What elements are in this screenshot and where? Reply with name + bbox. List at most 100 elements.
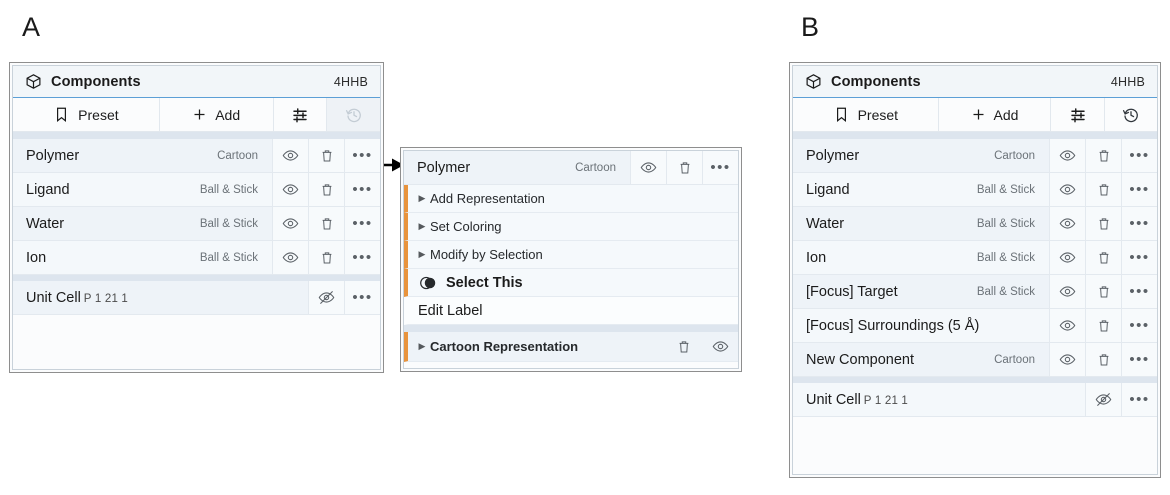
- visibility-toggle[interactable]: [1049, 139, 1085, 172]
- history-button[interactable]: [327, 98, 380, 131]
- eye-icon: [282, 184, 299, 195]
- more-options-button[interactable]: •••: [1121, 173, 1157, 206]
- more-options-button[interactable]: •••: [344, 207, 380, 240]
- component-name: Ligand: [26, 181, 70, 198]
- component-representation: Ball & Stick: [976, 285, 1035, 298]
- eye-icon: [1059, 286, 1076, 297]
- visibility-toggle[interactable]: [272, 241, 308, 274]
- ellipsis-icon: •••: [352, 248, 373, 266]
- ellipsis-icon: •••: [1129, 282, 1150, 300]
- more-options-button[interactable]: •••: [1121, 241, 1157, 274]
- context-menu-item[interactable]: ▶Modify by Selection: [404, 241, 738, 269]
- eye-icon: [1059, 252, 1076, 263]
- more-options-button[interactable]: •••: [1121, 343, 1157, 376]
- component-row[interactable]: [Focus] Surroundings (5 Å)•••: [793, 309, 1157, 343]
- visibility-toggle[interactable]: [1049, 309, 1085, 342]
- visibility-toggle[interactable]: [1049, 207, 1085, 240]
- context-menu-item[interactable]: ▶Add Representation: [404, 185, 738, 213]
- add-button[interactable]: Add: [938, 98, 1052, 131]
- context-menu-item[interactable]: Edit Label: [404, 297, 738, 325]
- remove-button[interactable]: [308, 173, 344, 206]
- ellipsis-icon: •••: [1129, 214, 1150, 232]
- visibility-toggle[interactable]: [1049, 275, 1085, 308]
- remove-button[interactable]: [308, 207, 344, 240]
- visibility-toggle[interactable]: [1085, 383, 1121, 416]
- more-options-button[interactable]: •••: [1121, 207, 1157, 240]
- representation-visibility-toggle[interactable]: [702, 332, 738, 361]
- context-menu-item[interactable]: Select This: [404, 269, 738, 297]
- panel-label-a: A: [22, 12, 41, 42]
- cube-icon: [26, 74, 41, 89]
- plus-icon: [973, 109, 984, 120]
- eye-icon: [1059, 354, 1076, 365]
- options-button[interactable]: [273, 98, 328, 131]
- trash-icon: [322, 251, 331, 263]
- panel-a-inner: Components 4HHB Preset Add: [12, 65, 381, 370]
- trash-icon: [1099, 183, 1108, 195]
- remove-button[interactable]: [308, 139, 344, 172]
- more-options-button[interactable]: •••: [1121, 383, 1157, 416]
- representation-remove-button[interactable]: [666, 332, 702, 361]
- visibility-toggle[interactable]: [272, 173, 308, 206]
- eye-icon: [1059, 184, 1076, 195]
- remove-button[interactable]: [1085, 343, 1121, 376]
- trash-icon: [1099, 217, 1108, 229]
- more-options-button[interactable]: •••: [1121, 139, 1157, 172]
- cartoon-representation-row[interactable]: ▶ Cartoon Representation: [404, 332, 738, 362]
- remove-button[interactable]: [1085, 241, 1121, 274]
- preset-button[interactable]: Preset: [793, 98, 939, 131]
- context-menu-item[interactable]: ▶Set Coloring: [404, 213, 738, 241]
- panel-b-inner: Components 4HHB Preset Add: [792, 65, 1158, 475]
- ellipsis-icon: •••: [1129, 248, 1150, 266]
- remove-button[interactable]: [1085, 207, 1121, 240]
- remove-button[interactable]: [1085, 275, 1121, 308]
- history-button[interactable]: [1104, 98, 1157, 131]
- bookmark-icon: [836, 107, 846, 122]
- visibility-toggle[interactable]: [272, 207, 308, 240]
- remove-button[interactable]: [1085, 139, 1121, 172]
- trash-icon: [1099, 251, 1108, 263]
- preset-button[interactable]: Preset: [13, 98, 160, 131]
- more-options-button[interactable]: •••: [702, 151, 738, 184]
- options-button[interactable]: [1051, 98, 1105, 131]
- visibility-toggle[interactable]: [1049, 241, 1085, 274]
- more-options-button[interactable]: •••: [344, 173, 380, 206]
- panel-a-footer-divider: [13, 275, 380, 281]
- remove-button[interactable]: [666, 151, 702, 184]
- visibility-toggle[interactable]: [1049, 343, 1085, 376]
- remove-button[interactable]: [1085, 309, 1121, 342]
- visibility-toggle[interactable]: [308, 281, 344, 314]
- more-options-button[interactable]: •••: [344, 281, 380, 314]
- add-button[interactable]: Add: [159, 98, 274, 131]
- components-panel-a: Components 4HHB Preset Add: [9, 62, 384, 373]
- more-options-button[interactable]: •••: [344, 139, 380, 172]
- visibility-toggle[interactable]: [272, 139, 308, 172]
- trash-icon: [680, 161, 689, 173]
- remove-button[interactable]: [1085, 173, 1121, 206]
- visibility-toggle[interactable]: [1049, 173, 1085, 206]
- context-menu-item-list: ▶Add Representation▶Set Coloring▶Modify …: [404, 185, 738, 325]
- context-menu-header-row[interactable]: Polymer Cartoon •••: [404, 151, 738, 185]
- eye-icon: [1059, 218, 1076, 229]
- chevron-right-icon: ▶: [418, 249, 426, 259]
- more-options-button[interactable]: •••: [1121, 275, 1157, 308]
- more-options-button[interactable]: •••: [344, 241, 380, 274]
- more-options-button[interactable]: •••: [1121, 309, 1157, 342]
- chevron-right-icon: ▶: [418, 193, 426, 203]
- remove-button[interactable]: [308, 241, 344, 274]
- trash-icon: [1099, 319, 1108, 331]
- visibility-toggle[interactable]: [630, 151, 666, 184]
